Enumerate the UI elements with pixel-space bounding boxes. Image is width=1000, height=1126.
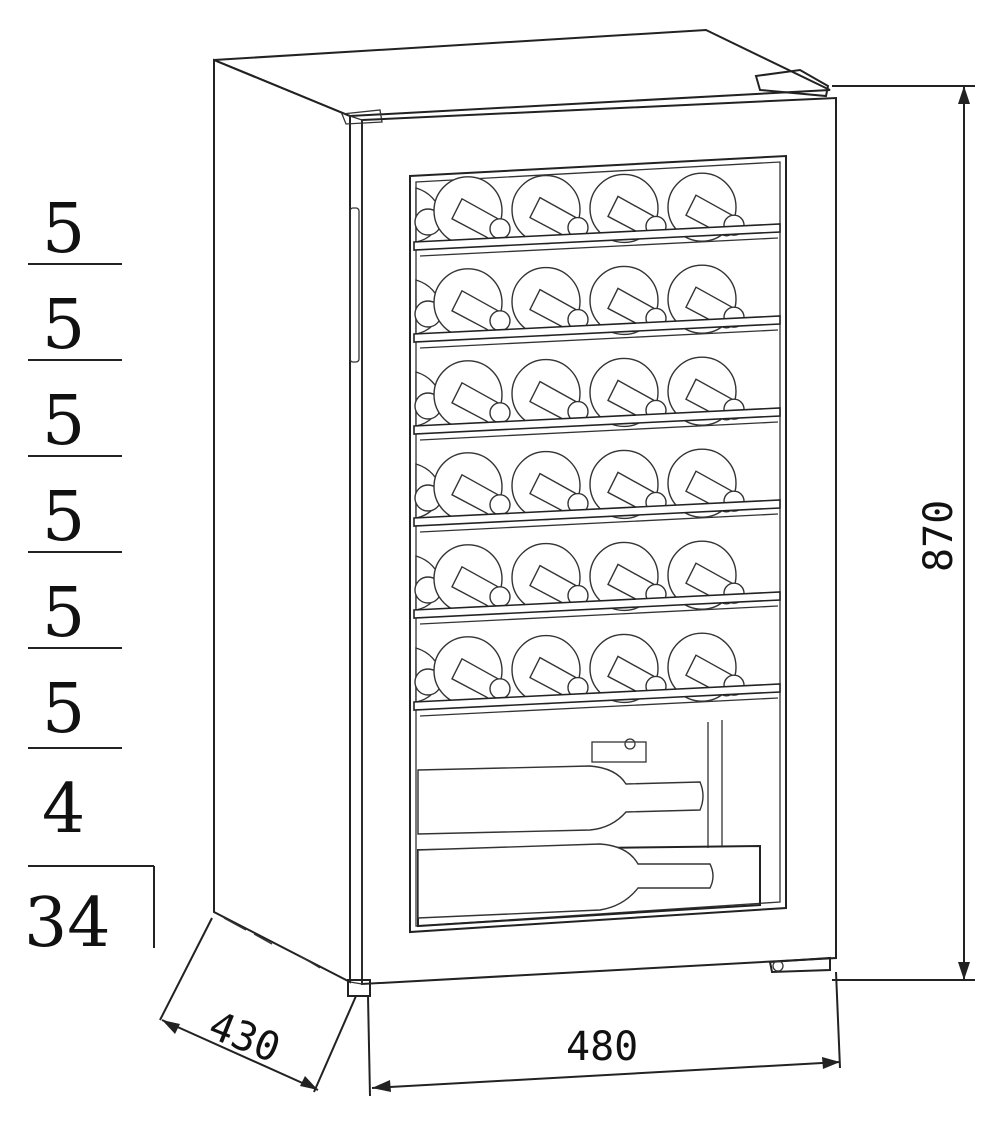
bottle (433, 636, 511, 706)
rack-row-2 (413, 264, 781, 349)
door-edge (349, 115, 363, 985)
bottle (511, 174, 589, 245)
shelf-rail (413, 315, 781, 343)
shelf-lip (419, 237, 779, 257)
width-ext-left (367, 995, 371, 1097)
depth-ext-front (313, 995, 357, 1093)
side-feet (223, 917, 321, 969)
shelf-lip (419, 697, 779, 717)
wine-racks (413, 172, 781, 717)
bottom-count: 4 (42, 770, 85, 849)
bottle (511, 450, 589, 521)
rack-row-3 (413, 356, 781, 441)
height-label: 870 (916, 500, 962, 572)
glass-window (409, 154, 787, 934)
bottom-bottle-2 (417, 843, 714, 919)
height-dimension: 870 (832, 85, 975, 981)
shelf-rail (413, 223, 781, 251)
shelf-lip (419, 329, 779, 349)
shelf-count-3: 5 (42, 382, 85, 461)
height-arrow-bottom (958, 962, 970, 980)
bottle (433, 360, 511, 430)
bottle (433, 268, 511, 338)
shelf-count-6: 5 (42, 670, 85, 749)
bottle (511, 266, 589, 337)
bottle (433, 452, 511, 522)
depth-arrow-front (300, 1076, 318, 1090)
total-count: 34 (24, 884, 111, 963)
shelf-count-1: 5 (42, 190, 85, 269)
bottle (667, 632, 745, 702)
rack-row-4 (413, 448, 781, 533)
thermostat-sensor (591, 741, 647, 763)
shelf-count-2: 5 (42, 286, 85, 365)
bottom-side-rail (707, 720, 723, 848)
height-arrow-top (958, 86, 970, 104)
bottle (667, 172, 745, 242)
depth-label: 430 (202, 1003, 286, 1073)
depth-arrow-back (162, 1020, 180, 1034)
shelf-rail (413, 591, 781, 619)
rack-row-5 (413, 540, 781, 625)
shelf-rail (413, 683, 781, 711)
front-foot-right (768, 956, 831, 974)
sensor-screw-icon (624, 738, 636, 750)
shelf-rail (413, 499, 781, 527)
top-hinge-left (341, 109, 383, 125)
bottle (667, 264, 745, 334)
rack-row-1 (413, 172, 781, 257)
shelf-lip (419, 421, 779, 441)
shelf-lip (419, 513, 779, 533)
width-dim-line (371, 1061, 841, 1089)
bottle (433, 176, 511, 246)
width-arrow-left (372, 1080, 391, 1092)
width-arrow-right (822, 1057, 840, 1069)
depth-dimension: 430 (159, 917, 357, 1093)
door-handle (349, 207, 360, 363)
capacity-table: 5 5 5 5 5 5 4 34 (24, 190, 155, 963)
bottle (433, 544, 511, 614)
top-hinge (754, 68, 830, 98)
shelf-lip (419, 605, 779, 625)
depth-dim-line (161, 1019, 319, 1091)
bottle (511, 542, 589, 613)
cabinet-side-panel (213, 58, 351, 984)
shelf-count-4: 5 (42, 478, 85, 557)
depth-ext-back (159, 917, 213, 1021)
front-foot-left (347, 979, 371, 997)
width-dimension: 480 (367, 971, 841, 1097)
shelf-rail (413, 407, 781, 435)
rack-row-6 (413, 632, 781, 717)
shelf-count-5: 5 (42, 574, 85, 653)
bottom-bottle-1 (417, 765, 704, 835)
bottom-hinge-screw (772, 960, 784, 972)
bottom-bottles (417, 720, 761, 928)
width-ext-right (835, 971, 841, 1069)
width-label: 480 (566, 1024, 638, 1070)
bottle (511, 358, 589, 429)
